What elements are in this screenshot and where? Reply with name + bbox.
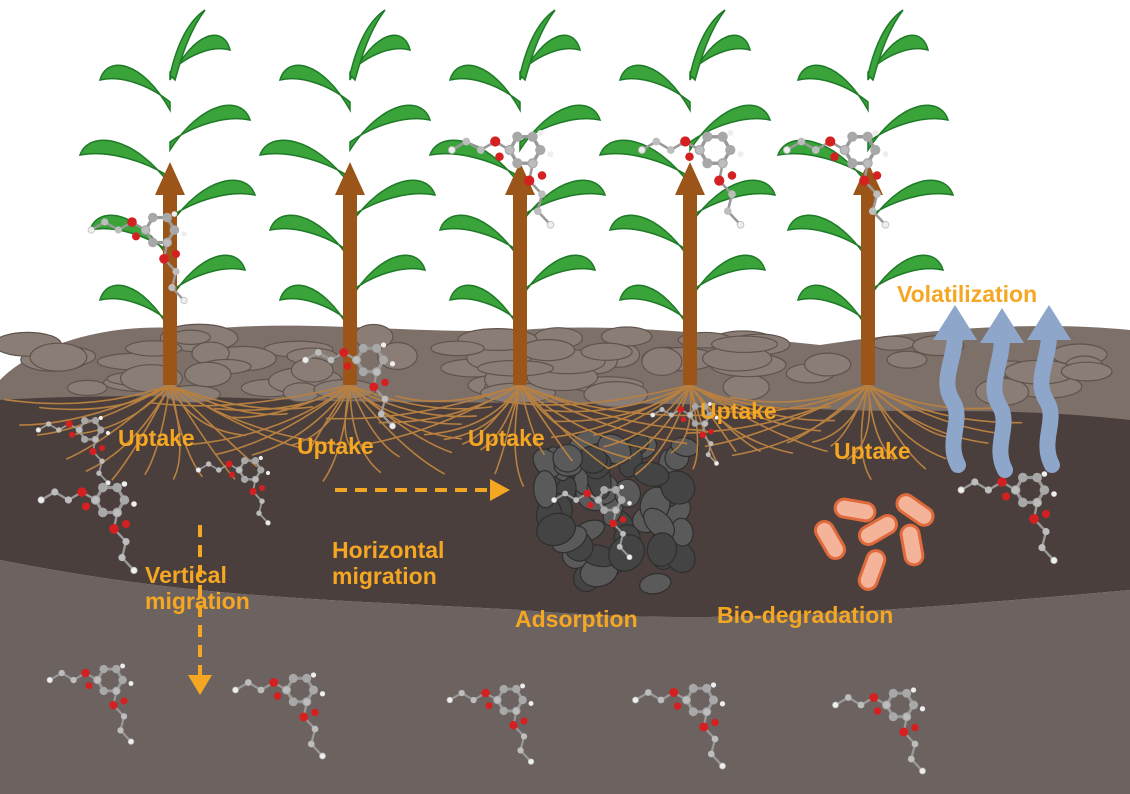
leaf [270, 215, 350, 260]
uptake-label-3: Uptake [468, 425, 545, 451]
leaf [350, 255, 425, 300]
soil-clod [887, 351, 927, 368]
leaf [520, 105, 600, 150]
soil-clod [521, 339, 575, 360]
uptake-label-4: Uptake [700, 398, 777, 424]
soil-clod [185, 362, 231, 386]
leaf [170, 105, 250, 150]
adsorption-label: Adsorption [515, 606, 638, 632]
uptake-label-2: Uptake [297, 433, 374, 459]
uptake-stem-arrowhead [675, 162, 705, 195]
leaf [690, 255, 765, 300]
leaf [520, 180, 605, 225]
soil-clod [291, 358, 333, 382]
leaf [170, 255, 245, 300]
soil-clod [723, 374, 769, 400]
leaf [280, 65, 350, 110]
leaf [170, 180, 255, 225]
leaf [450, 65, 520, 110]
leaf [798, 65, 868, 110]
uptake-label-1: Uptake [118, 425, 195, 451]
soil-clod [712, 336, 778, 352]
horizontal-migration-label: Horizontal migration [332, 537, 482, 589]
leaf [440, 215, 520, 260]
leaf [350, 105, 430, 150]
soil-clod [1061, 362, 1112, 381]
leaf [80, 140, 170, 185]
leaf [868, 105, 948, 150]
uptake-stem-arrowhead [155, 162, 185, 195]
leaf [100, 65, 170, 110]
vertical-migration-label: Vertical migration [145, 562, 285, 614]
soil-clod [642, 348, 682, 376]
leaf [450, 285, 520, 330]
leaf [610, 215, 690, 260]
leaf [788, 215, 868, 260]
leaf [620, 65, 690, 110]
uptake-label-5: Uptake [834, 438, 911, 464]
bio-degradation-label: Bio-degradation [717, 602, 893, 628]
soil-clod [872, 336, 915, 350]
leaf [260, 140, 350, 185]
soil-clod [67, 380, 107, 395]
soil-clod [805, 353, 851, 376]
leaf [690, 180, 775, 225]
leaf [798, 285, 868, 330]
soil-clod [30, 343, 87, 371]
volatilization-arrowheads [933, 305, 1071, 343]
uptake-stem-arrowhead [335, 162, 365, 195]
stem [683, 190, 697, 385]
leaf [280, 285, 350, 330]
leaf [620, 285, 690, 330]
stem [513, 190, 527, 385]
volatilization-label: Volatilization [897, 281, 1037, 307]
leaf [350, 180, 435, 225]
stem [861, 190, 875, 385]
soil-clod [581, 343, 632, 360]
adsorbent-particle [553, 444, 583, 472]
soil-clod [431, 341, 484, 355]
leaf [520, 255, 595, 300]
leaf [100, 285, 170, 330]
